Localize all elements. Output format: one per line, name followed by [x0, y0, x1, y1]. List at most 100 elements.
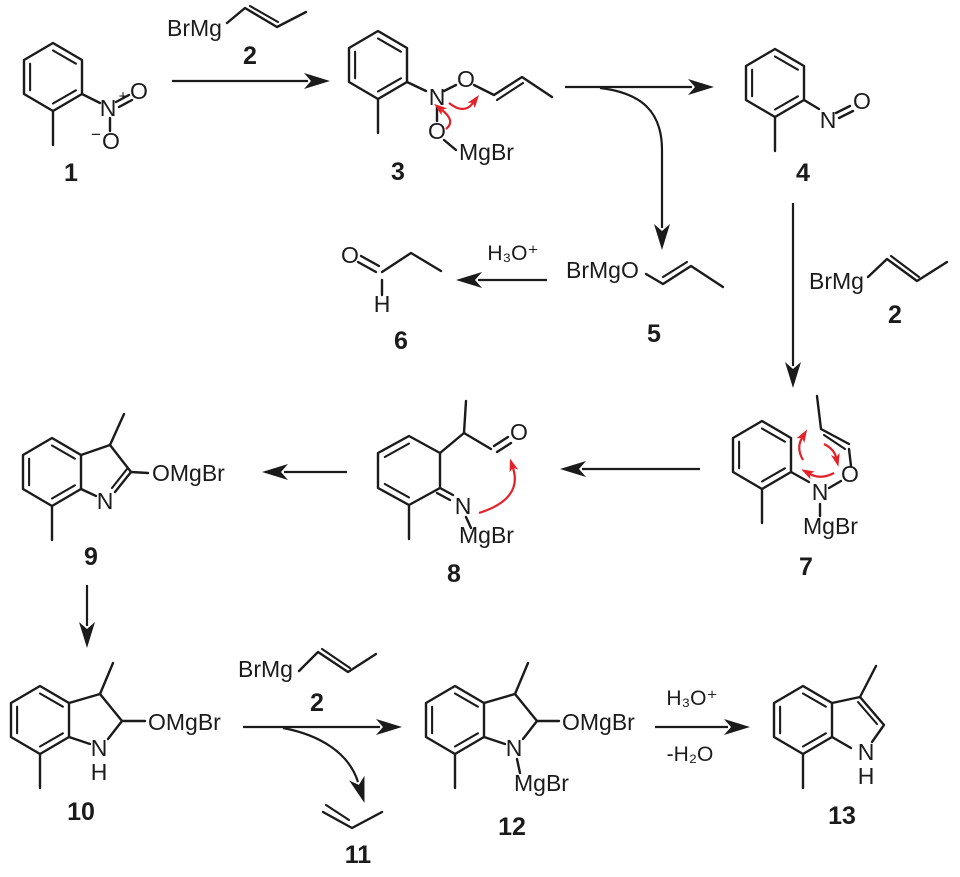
oxygen-label: O — [510, 419, 528, 445]
side-chain — [438, 431, 493, 455]
omgbr-label: OMgBr — [152, 460, 225, 486]
compound-3: N O O MgBr 3 — [347, 29, 554, 186]
n-o-double-bond — [834, 104, 855, 120]
oxygen-label: O — [841, 461, 859, 487]
aromatic-double-bonds — [29, 49, 77, 105]
nh-hydrogen-label: H — [858, 763, 875, 789]
o-mgbr-bond — [442, 138, 458, 152]
reagent-2-top: BrMg 2 — [167, 4, 308, 70]
c3-methyl-bond — [108, 412, 126, 447]
enolate-chain — [644, 264, 725, 289]
reagent-number-2: 2 — [888, 301, 902, 329]
five-ring-bonds — [67, 692, 124, 746]
benzene-ring — [9, 684, 71, 756]
alkyl-chain — [380, 251, 443, 274]
nitrogen-label: N — [858, 739, 875, 765]
compound-5: BrMgO 5 — [566, 257, 725, 348]
nitrogen-label: N — [820, 107, 837, 133]
oxygen-bottom-label: O — [102, 128, 120, 154]
propene-chain — [321, 810, 384, 830]
c-o-double-bond — [356, 254, 381, 274]
brmg-label: BrMg — [238, 656, 293, 682]
n-mgbr-bond — [515, 757, 522, 775]
compound-10: N H OMgBr 10 — [9, 661, 221, 826]
reagent-number-2: 2 — [243, 42, 257, 70]
omgbr-label: OMgBr — [148, 709, 221, 735]
enolate-double-bond — [661, 260, 689, 279]
compound-7: N O MgBr 7 — [731, 394, 859, 581]
compound-number-10: 10 — [67, 798, 95, 826]
o-propenyl-chain — [472, 75, 554, 99]
oxygen-label: O — [853, 88, 871, 114]
c3-methyl-bond — [858, 664, 878, 699]
compound-13: N H 13 — [772, 664, 886, 830]
nitrogen-label: N — [455, 493, 472, 519]
c2-o-bond — [129, 470, 150, 475]
benzene-ring — [347, 29, 409, 101]
compound-1: N + O − O 1 — [22, 41, 148, 187]
nitrogen-label: N — [812, 479, 829, 505]
nitrogen-label: N — [91, 735, 108, 761]
mgbr-label: MgBr — [459, 139, 514, 165]
mechanism-arrow-o-to-n — [434, 103, 452, 130]
h3o-final-condition: H₃O⁺ — [666, 687, 717, 710]
branch-arrow-to-11 — [282, 726, 365, 804]
minus-charge: − — [91, 125, 101, 144]
propenyl-chain — [225, 6, 308, 29]
oxygen-top-label: O — [457, 66, 475, 92]
o-vinyl-bond — [847, 447, 853, 468]
nh-hydrogen-label: H — [91, 759, 108, 785]
oxygen-label: O — [341, 242, 359, 268]
omgbr-label: OMgBr — [562, 709, 635, 735]
ring-to-n-bond — [80, 92, 102, 105]
branch-arrow-3-to-5 — [599, 86, 670, 250]
n-mgbr-bond — [464, 515, 473, 530]
aromatic-double-bonds — [16, 692, 64, 748]
reagent-2-bottom: BrMg 2 — [238, 647, 378, 717]
mechanism-arrow-o-to-n — [801, 469, 835, 480]
ring-to-n-bond — [789, 470, 811, 484]
cyclohexadiene-ring — [376, 434, 442, 507]
mgbr-label: MgBr — [459, 522, 514, 548]
mechanism-arrow-n-to-o — [448, 95, 480, 111]
compound-number-7: 7 — [799, 553, 813, 581]
benzene-ring — [21, 436, 83, 508]
aromatic-double-bonds — [28, 444, 76, 500]
c-o-double-bond — [492, 435, 513, 454]
propenyl-double-bond — [495, 81, 525, 102]
compound-8: N O MgBr 8 — [376, 399, 528, 588]
nitrogen-label: N — [100, 95, 117, 121]
nitrogen-label: N — [506, 735, 523, 761]
nitrogen-label: N — [97, 488, 114, 514]
brmg-label: BrMg — [167, 15, 222, 41]
benzene-ring — [772, 684, 834, 756]
compound-number-9: 9 — [84, 543, 98, 571]
mechanism-arrow-n-to-carbonyl — [478, 458, 519, 515]
c-n-double-bond — [435, 486, 455, 502]
diene-double-bonds — [383, 442, 411, 499]
n-o-bond — [827, 479, 843, 490]
brmg-label: BrMg — [809, 268, 864, 294]
compound-number-1: 1 — [64, 159, 78, 187]
five-ring-bonds — [482, 692, 539, 746]
cis-propenyl — [815, 394, 851, 446]
propenyl-chain — [297, 650, 378, 674]
five-ring-bonds — [830, 695, 886, 750]
brmgo-label: BrMgO — [566, 257, 639, 283]
compound-12: N OMgBr MgBr 12 — [424, 661, 635, 841]
n-o-bond — [442, 83, 458, 93]
propenyl-double-bond — [889, 254, 921, 279]
plus-charge: + — [119, 88, 128, 105]
mechanism-arrow-alkene-to-o — [823, 443, 840, 467]
five-ring-bonds — [79, 443, 133, 498]
compound-6: O H 6 — [341, 242, 443, 355]
ring-to-n-bond — [802, 98, 821, 111]
compound-number-11: 11 — [345, 841, 372, 869]
propene-double-bond — [324, 803, 351, 822]
minus-h2o-condition: -H₂O — [667, 743, 714, 766]
propenyl-double-bond — [822, 433, 847, 451]
c2-c3-double-bond — [856, 700, 879, 726]
c3-methyl-bond — [98, 661, 115, 696]
compound-number-3: 3 — [391, 158, 405, 186]
aromatic-double-bonds — [751, 55, 799, 111]
